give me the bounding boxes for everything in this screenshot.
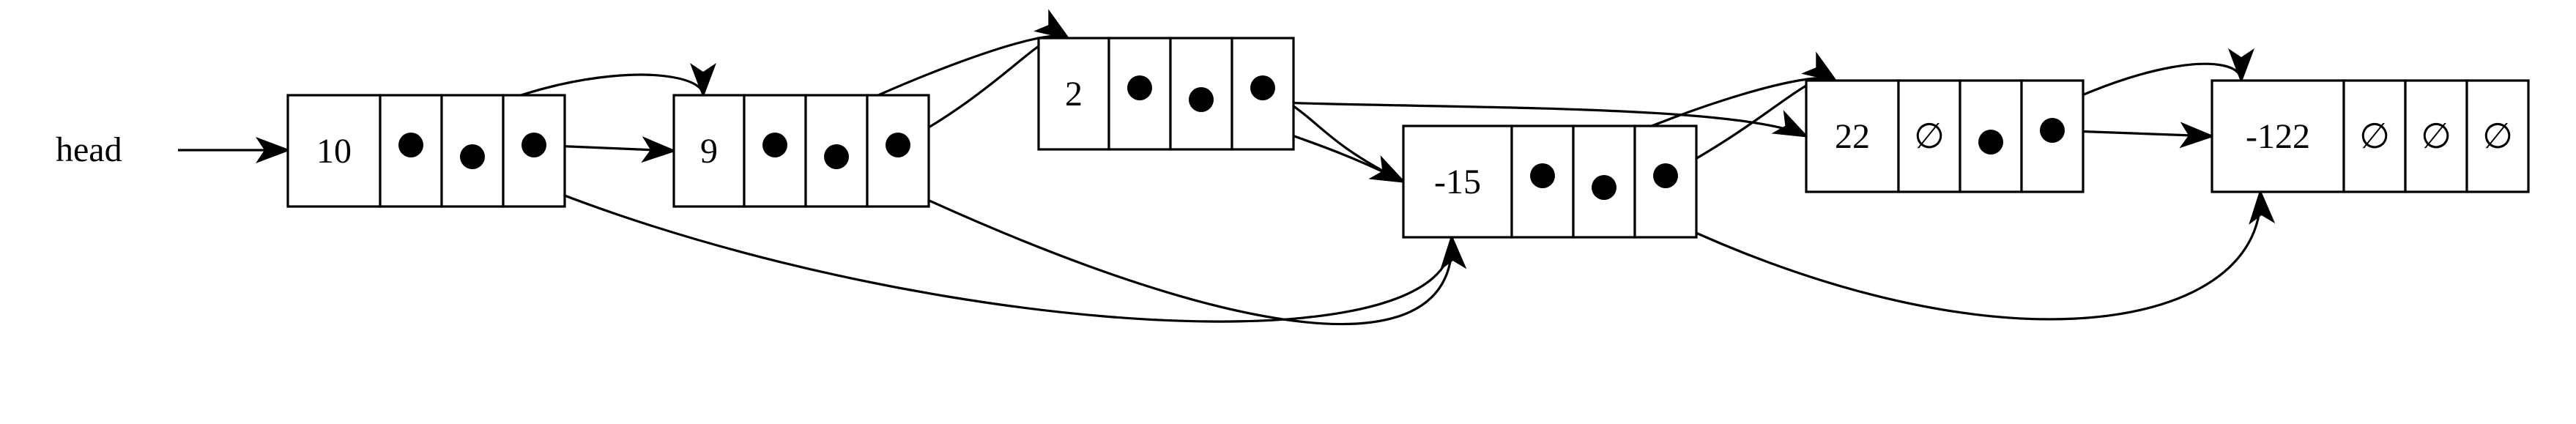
pointer-cell [1897, 79, 1961, 193]
pointer-cell [2404, 79, 2468, 193]
pointer-dot [2040, 118, 2065, 143]
pointer-dot [1653, 163, 1678, 188]
pointer-dot [521, 133, 546, 157]
node-1: 9 [672, 94, 930, 208]
pointer-dot [398, 133, 423, 157]
pointer-dot [824, 144, 849, 169]
node-key: -15 [1434, 163, 1481, 201]
node-2: 2 [1037, 37, 1295, 151]
pointer-dot [886, 133, 910, 157]
pointer-cell [2465, 79, 2530, 193]
skip-list-nodes: 10 9 2 -15 22 ∅ -122 ∅ ∅ ∅ [286, 37, 2530, 239]
pointer-link-arrow [836, 155, 1467, 326]
pointer-dot [1978, 130, 2003, 155]
null-pointer-symbol: ∅ [1914, 117, 1945, 156]
pointer-dot [1127, 75, 1152, 100]
pointer-dot [460, 144, 485, 169]
head-label: head [56, 130, 122, 169]
pointer-dot [1592, 175, 1617, 200]
null-pointer-symbol: ∅ [2421, 117, 2451, 156]
node-key-cell [672, 94, 746, 208]
node-key: 2 [1065, 75, 1083, 114]
pointer-link-arrow [1665, 51, 1838, 177]
node-key-cell [286, 94, 382, 208]
node-key-cell [2211, 79, 2345, 193]
node-0: 10 [286, 94, 566, 208]
node-key: 9 [700, 132, 718, 171]
node-key: -122 [2246, 117, 2310, 156]
null-pointer-symbol: ∅ [2359, 117, 2390, 156]
pointer-dot [1189, 87, 1214, 112]
pointer-link-arrow [897, 9, 1071, 146]
pointer-link-arrow [1603, 186, 2276, 321]
pointer-dot [1530, 163, 1555, 188]
node-key-cell [1402, 124, 1513, 239]
pointer-dot [1250, 75, 1275, 100]
node-4: 22 ∅ [1805, 79, 2085, 193]
node-key: 22 [1835, 117, 1870, 156]
node-key: 10 [316, 132, 352, 171]
node-5: -122 ∅ ∅ ∅ [2211, 79, 2530, 193]
pointer-dot [762, 133, 787, 157]
node-key-cell [1805, 79, 1900, 193]
pointer-link-arrow [472, 155, 1466, 323]
pointer-cell [804, 94, 869, 208]
node-3: -15 [1402, 124, 1698, 239]
node-key-cell [1037, 37, 1110, 151]
null-pointer-symbol: ∅ [2482, 117, 2513, 156]
